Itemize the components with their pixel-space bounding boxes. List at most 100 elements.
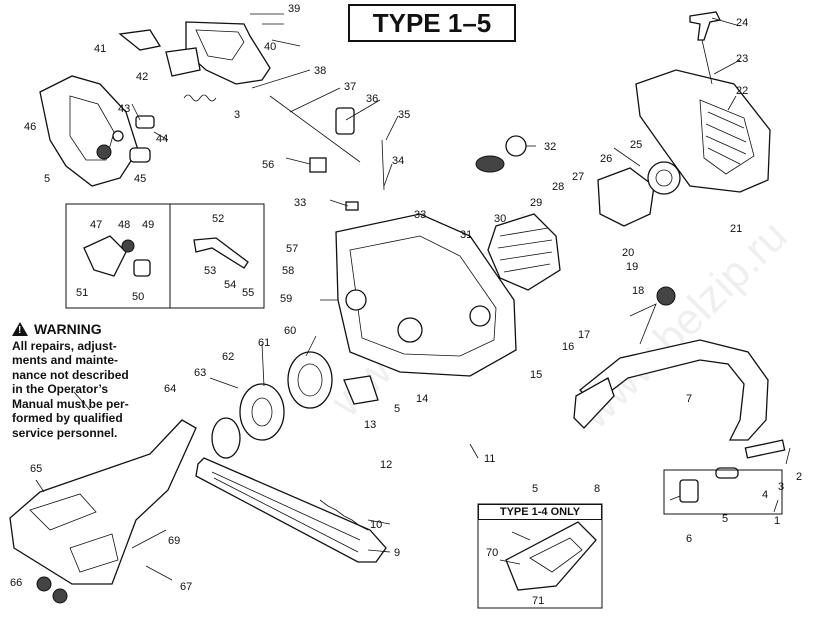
label-45: 45 xyxy=(134,173,146,185)
label-66: 66 xyxy=(10,577,22,589)
warning-line: Manual must be per- xyxy=(12,396,129,411)
warning-heading-row: WARNING xyxy=(12,321,162,339)
fuel-cap xyxy=(656,286,676,306)
label-62: 62 xyxy=(222,351,234,363)
label-44: 44 xyxy=(156,133,168,145)
label-12: 12 xyxy=(380,459,392,471)
label-34: 34 xyxy=(392,155,404,167)
label-61: 61 xyxy=(258,337,270,349)
label-4: 4 xyxy=(762,489,768,501)
label-3-b: 3 xyxy=(778,481,784,493)
label-22: 22 xyxy=(736,85,748,97)
label-48: 48 xyxy=(118,219,130,231)
ignition-module xyxy=(597,167,655,227)
guide-bar xyxy=(195,457,387,563)
crankcase xyxy=(335,213,517,377)
label-63: 63 xyxy=(194,367,206,379)
front-handle xyxy=(573,339,769,441)
label-19: 19 xyxy=(626,261,638,273)
label-6: 6 xyxy=(686,533,692,545)
leader-lines xyxy=(35,13,791,581)
label-56: 56 xyxy=(262,159,274,171)
label-47: 47 xyxy=(90,219,102,231)
cylinder xyxy=(487,213,561,291)
label-55: 55 xyxy=(242,287,254,299)
springs xyxy=(129,94,385,211)
label-27: 27 xyxy=(572,171,584,183)
label-33-a: 33 xyxy=(294,197,306,209)
label-2: 2 xyxy=(796,471,802,483)
warning-line: formed by qualified xyxy=(12,411,123,425)
label-8: 8 xyxy=(594,483,600,495)
top-handle xyxy=(118,21,271,85)
label-39: 39 xyxy=(288,3,300,15)
label-53: 53 xyxy=(204,265,216,277)
label-5-b: 5 xyxy=(394,403,400,415)
label-33-b: 33 xyxy=(414,209,426,221)
label-41: 41 xyxy=(94,43,106,55)
saw-chain xyxy=(319,499,369,531)
warning-line: in the Operator’s xyxy=(12,382,109,396)
label-50: 50 xyxy=(132,291,144,303)
label-71: 71 xyxy=(532,595,544,607)
label-57: 57 xyxy=(286,243,298,255)
label-3: 3 xyxy=(234,109,240,121)
clutch-cover xyxy=(9,419,197,585)
warning-notice: WARNING All repairs, adjust- ments and m… xyxy=(12,322,162,440)
shield xyxy=(343,375,379,405)
label-29: 29 xyxy=(530,197,542,209)
label-43: 43 xyxy=(118,103,130,115)
starter-grip xyxy=(689,11,721,41)
flywheel xyxy=(647,161,681,195)
warning-line: ments and mainte- xyxy=(12,353,119,367)
label-23: 23 xyxy=(736,53,748,65)
label-5-d: 5 xyxy=(722,513,728,525)
intake-boot xyxy=(505,135,527,157)
label-11: 11 xyxy=(484,453,495,465)
label-59: 59 xyxy=(280,293,292,305)
label-64: 64 xyxy=(164,383,176,395)
label-25: 25 xyxy=(630,139,642,151)
label-54: 54 xyxy=(224,279,236,291)
label-5-a: 5 xyxy=(44,173,50,185)
label-7: 7 xyxy=(686,393,692,405)
starter-housing xyxy=(635,69,771,193)
label-52: 52 xyxy=(212,213,224,225)
clutch-assembly xyxy=(211,351,333,459)
label-36: 36 xyxy=(366,93,378,105)
label-13: 13 xyxy=(364,419,376,431)
diagram-title: TYPE 1–5 xyxy=(348,4,516,42)
inset-title: TYPE 1-4 ONLY xyxy=(478,504,602,520)
label-67: 67 xyxy=(180,581,192,593)
label-70: 70 xyxy=(486,547,498,559)
inset-box-47-55 xyxy=(65,203,265,309)
label-15: 15 xyxy=(530,369,542,381)
warning-triangle-icon xyxy=(12,322,28,339)
label-49: 49 xyxy=(142,219,154,231)
label-26: 26 xyxy=(600,153,612,165)
label-10: 10 xyxy=(370,519,382,531)
label-21: 21 xyxy=(730,223,742,235)
label-24: 24 xyxy=(736,17,748,29)
warning-heading: WARNING xyxy=(34,321,102,337)
label-69: 69 xyxy=(168,535,180,547)
warning-line: service personnel. xyxy=(12,425,118,440)
label-17: 17 xyxy=(578,329,590,341)
label-28: 28 xyxy=(552,181,564,193)
label-65: 65 xyxy=(30,463,42,475)
label-16: 16 xyxy=(562,341,574,353)
label-20: 20 xyxy=(622,247,634,259)
label-58: 58 xyxy=(282,265,294,277)
label-51: 51 xyxy=(76,287,88,299)
label-30: 30 xyxy=(494,213,506,225)
label-40: 40 xyxy=(264,41,276,53)
bar-nut xyxy=(36,576,52,592)
label-14: 14 xyxy=(416,393,428,405)
label-31: 31 xyxy=(460,229,472,241)
label-9: 9 xyxy=(394,547,400,559)
rear-handle xyxy=(39,75,139,187)
label-42: 42 xyxy=(136,71,148,83)
label-32: 32 xyxy=(544,141,556,153)
